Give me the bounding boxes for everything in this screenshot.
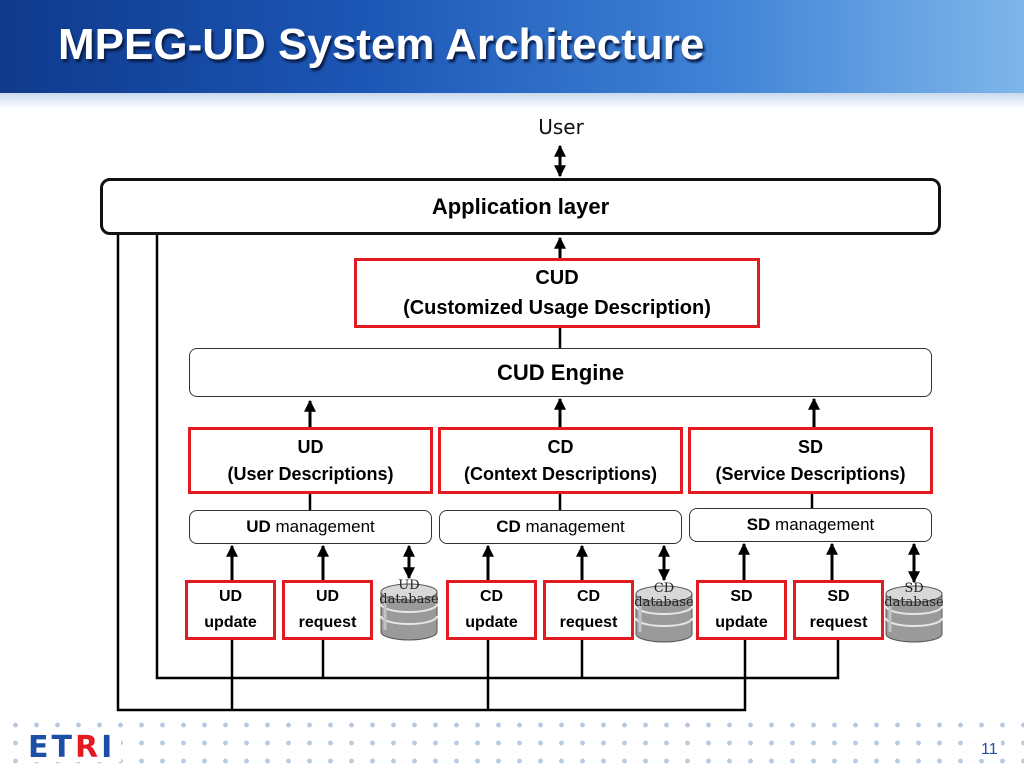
cud-engine-box: CUD Engine: [189, 348, 932, 397]
ud-database-line2: database: [379, 592, 439, 607]
sd-database-icon: [885, 585, 943, 643]
cud-box: CUD (Customized Usage Description): [354, 258, 760, 328]
cud-full-name: (Customized Usage Description): [403, 297, 711, 319]
footer-dot-pattern: [0, 713, 1024, 768]
sd-request-line1: SD: [827, 588, 850, 605]
title-bar: [0, 0, 1024, 93]
ud-update-box: UD update: [185, 580, 276, 640]
cd-database-icon: [635, 585, 693, 643]
cd-request-line1: CD: [576, 588, 601, 605]
sd-management-prefix: SD: [746, 515, 771, 534]
cd-request-box: CD request: [543, 580, 634, 640]
cd-update-line1: CD: [479, 588, 504, 605]
ud-request-line1: UD: [315, 588, 340, 605]
cd-description-name: CD: [547, 436, 574, 457]
cd-database-line1: CD: [653, 581, 675, 596]
sd-update-line1: SD: [730, 588, 753, 605]
slide-title: MPEG-UD System Architecture: [58, 20, 705, 69]
cd-database-line2: database: [634, 595, 694, 610]
cd-description-full: (Context Descriptions): [463, 463, 658, 484]
cd-management-prefix: CD: [496, 517, 521, 536]
user-label: User: [538, 115, 584, 139]
cud-engine-label: CUD Engine: [496, 359, 625, 385]
sd-database-line2: database: [884, 595, 944, 610]
ud-description-full: (User Descriptions): [227, 463, 394, 484]
ud-request-box: UD request: [282, 580, 373, 640]
ud-database-icon: [380, 583, 438, 641]
ud-management-box: UD management: [189, 510, 432, 544]
sd-management-rest: management: [770, 515, 875, 534]
cud-name: CUD: [535, 267, 579, 289]
sd-management-box: SD management: [689, 508, 932, 542]
ud-request-line2: request: [298, 614, 357, 631]
ud-management-prefix: UD: [246, 517, 271, 536]
sd-description-name: SD: [797, 436, 823, 457]
ud-description-box: UD (User Descriptions): [188, 427, 433, 494]
page-number: 11: [978, 741, 1001, 759]
sd-request-box: SD request: [793, 580, 884, 640]
ud-update-line1: UD: [218, 588, 243, 605]
sd-description-box: SD (Service Descriptions): [688, 427, 933, 494]
ud-update-line2: update: [204, 614, 257, 631]
cd-management-box: CD management: [439, 510, 682, 544]
sd-request-line2: request: [809, 614, 868, 631]
ud-database-label: UD database: [374, 579, 444, 607]
sd-database-label: SD database: [879, 582, 949, 610]
cd-database-label: CD database: [629, 582, 699, 610]
sd-update-box: SD update: [696, 580, 787, 640]
sd-description-full: (Service Descriptions): [715, 463, 906, 484]
sd-database-line1: SD: [904, 581, 924, 596]
etri-logo: ETRI: [22, 729, 122, 765]
ud-description-name: UD: [297, 436, 324, 457]
ud-management-rest: management: [270, 517, 375, 536]
ud-database-line1: UD: [398, 578, 420, 593]
cd-management-rest: management: [520, 517, 625, 536]
application-layer-box: Application layer: [100, 178, 941, 235]
cd-update-box: CD update: [446, 580, 537, 640]
sd-update-line2: update: [715, 614, 768, 631]
cd-update-line2: update: [465, 614, 518, 631]
title-bar-shadow: [0, 93, 1024, 109]
etri-logo-r: R: [74, 729, 102, 765]
cd-request-line2: request: [559, 614, 618, 631]
etri-logo-text: ETRI: [28, 729, 116, 765]
cd-description-box: CD (Context Descriptions): [438, 427, 683, 494]
application-layer-label: Application layer: [431, 193, 610, 219]
